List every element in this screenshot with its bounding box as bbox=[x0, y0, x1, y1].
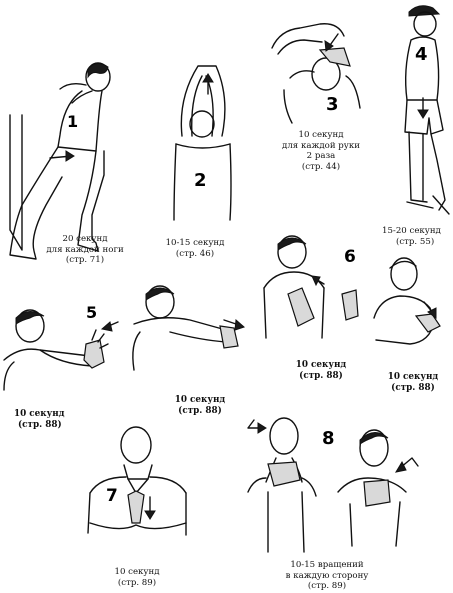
exercise-6b-illustration bbox=[373, 257, 441, 345]
exercise-7-duration: 10 секунд bbox=[114, 567, 160, 577]
exercise-2-duration: 10-15 секунд bbox=[165, 238, 225, 248]
exercise-3-illustration: 3 bbox=[271, 23, 361, 124]
exercise-5b-illustration bbox=[132, 285, 245, 371]
exercise-8b-illustration bbox=[337, 429, 419, 547]
exercise-6b-caption: 10 секунд (стр. 88) bbox=[378, 372, 448, 393]
exercise-4-page: (стр. 55) bbox=[396, 236, 435, 247]
exercise-5b-page: (стр. 88) bbox=[178, 405, 222, 416]
exercise-5a-caption: 10 секунд (стр. 88) bbox=[14, 409, 84, 430]
exercise-5a-illustration: 5 bbox=[3, 303, 119, 391]
exercise-2-number: 2 bbox=[194, 170, 207, 191]
exercise-3-number: 3 bbox=[326, 94, 339, 115]
exercise-5-number: 5 bbox=[86, 303, 97, 322]
exercise-8-number: 8 bbox=[322, 428, 335, 449]
exercise-8-number-mark: 8 bbox=[322, 428, 335, 449]
exercise-5a-duration: 10 секунд bbox=[14, 409, 65, 419]
exercise-3-page: (стр. 44) bbox=[301, 161, 341, 172]
exercise-1-number: 1 bbox=[67, 112, 78, 131]
exercise-7-illustration: 7 bbox=[87, 426, 187, 536]
exercise-6-number: 6 bbox=[344, 247, 356, 267]
exercise-8a-illustration bbox=[247, 417, 317, 553]
exercise-4-number: 4 bbox=[415, 44, 428, 65]
exercise-6a-duration: 10 секунд bbox=[295, 360, 347, 370]
exercise-3-note: для каждой руки bbox=[282, 140, 360, 151]
exercise-5a-page: (стр. 88) bbox=[18, 419, 62, 430]
exercise-8-reps: 10-15 вращений bbox=[290, 560, 364, 570]
exercise-4-caption: 15-20 секунд (стр. 55) bbox=[382, 226, 453, 247]
exercise-2-page: (стр. 46) bbox=[175, 248, 215, 259]
exercise-1-page: (стр. 71) bbox=[65, 255, 105, 265]
exercise-3-caption: 10 секунд для каждой руки 2 раза (стр. 4… bbox=[276, 130, 366, 172]
exercise-2-illustration: 2 bbox=[173, 65, 232, 221]
exercise-6b-duration: 10 секунд bbox=[387, 372, 439, 382]
exercise-5b-caption: 10 секунд (стр. 88) bbox=[165, 395, 235, 416]
exercise-6a-caption: 10 секунд (стр. 88) bbox=[286, 360, 356, 381]
exercise-7-caption: 10 секунд (стр. 89) bbox=[92, 567, 182, 588]
exercise-5b-duration: 10 секунд bbox=[174, 395, 226, 405]
exercise-2-caption: 10-15 секунд (стр. 46) bbox=[150, 238, 240, 259]
exercise-3-duration: 10 секунд bbox=[298, 130, 344, 140]
exercise-7-number: 7 bbox=[106, 486, 118, 506]
exercise-4-illustration: 4 bbox=[404, 5, 450, 215]
exercise-6a-illustration: 6 bbox=[263, 235, 359, 339]
exercise-1-caption: 20 секунд для каждой ноги (стр. 71) bbox=[30, 234, 140, 266]
exercise-8-page: (стр. 89) bbox=[307, 581, 347, 591]
exercise-1-illustration: 1 bbox=[9, 62, 111, 260]
exercise-6b-page: (стр. 88) bbox=[391, 382, 435, 393]
exercise-6a-page: (стр. 88) bbox=[299, 370, 343, 381]
exercise-1-duration: 20 секунд bbox=[62, 234, 108, 244]
exercise-1-note: для каждой ноги bbox=[46, 244, 124, 255]
exercise-3-reps: 2 раза bbox=[306, 151, 336, 161]
exercise-4-duration: 15-20 секунд bbox=[382, 226, 441, 236]
exercise-8-caption: 10-15 вращений в каждую сторону (стр. 89… bbox=[272, 560, 382, 592]
exercise-7-page: (стр. 89) bbox=[117, 577, 157, 588]
exercise-8-note: в каждую сторону bbox=[285, 570, 369, 581]
